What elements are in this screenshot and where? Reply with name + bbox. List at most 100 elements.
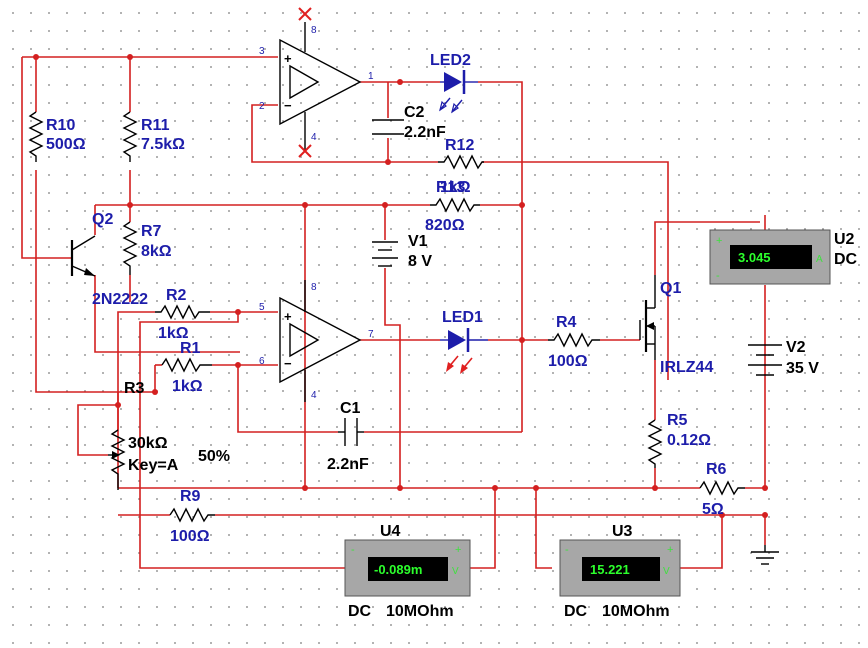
component-label: R9 bbox=[180, 488, 201, 505]
pin-label: 5 bbox=[259, 302, 265, 313]
meter-resistance: 10MOhm bbox=[386, 603, 454, 620]
pin-label: 4 bbox=[311, 390, 317, 401]
component-value: 1kΩ bbox=[158, 325, 189, 342]
battery-v2[interactable]: V2 35 V bbox=[748, 339, 819, 377]
component-label: LED2 bbox=[430, 52, 471, 69]
component-label: R13 bbox=[436, 179, 465, 196]
component-part: IRLZ44 bbox=[660, 359, 713, 376]
component-label: V1 bbox=[408, 233, 428, 250]
meter-plus: + bbox=[455, 544, 461, 556]
resistor-r11[interactable]: R11 7.5kΩ bbox=[122, 111, 185, 162]
component-label: V2 bbox=[786, 339, 806, 356]
transistor-q2[interactable]: Q2 2N2222 bbox=[70, 211, 148, 308]
component-value: 1kΩ bbox=[172, 378, 203, 395]
resistor-r13[interactable]: R13 820Ω bbox=[425, 179, 480, 234]
voltmeter-u3[interactable]: 15.221 V - + U3 DC 10MOhm bbox=[559, 523, 681, 620]
meter-minus: - bbox=[565, 544, 569, 556]
component-label: Q2 bbox=[92, 211, 113, 228]
component-label: R11 bbox=[141, 117, 170, 134]
no-connect-mark bbox=[298, 7, 312, 21]
component-value: 0.12Ω bbox=[667, 432, 711, 449]
meter-mode: DC bbox=[564, 603, 588, 620]
resistor-r9[interactable]: R9 100Ω bbox=[169, 488, 215, 545]
resistor-r12[interactable]: R12 1kΩ bbox=[438, 137, 484, 196]
voltmeter-u4[interactable]: -0.089m V - + U4 DC 10MOhm bbox=[344, 523, 471, 620]
meter-plus: + bbox=[716, 235, 722, 247]
meter-mode: DC bbox=[348, 603, 372, 620]
meter-label: U2 bbox=[834, 231, 855, 248]
key-binding: Key=A bbox=[128, 457, 179, 474]
component-label: R7 bbox=[141, 223, 162, 240]
component-value: 8kΩ bbox=[141, 243, 172, 260]
component-value: 30kΩ bbox=[128, 435, 168, 452]
no-connect-mark bbox=[298, 144, 312, 158]
pin-label: 4 bbox=[311, 132, 317, 143]
meter-unit: V bbox=[452, 566, 459, 577]
svg-text:−: − bbox=[284, 98, 292, 113]
component-value: 500Ω bbox=[46, 136, 86, 153]
pin-label: 6 bbox=[259, 356, 265, 367]
pin-label: 7 bbox=[368, 329, 374, 340]
component-label: R5 bbox=[667, 412, 688, 429]
capacitor-c1[interactable]: C1 2.2nF bbox=[327, 400, 369, 473]
mosfet-q1[interactable]: Q1 IRLZ44 bbox=[639, 275, 713, 376]
resistor-r5[interactable]: R5 0.12Ω bbox=[647, 412, 711, 468]
potentiometer-r3[interactable]: R3 30kΩ Key=A 50% bbox=[108, 380, 230, 490]
component-part: 2N2222 bbox=[92, 291, 148, 308]
pot-setting: 50% bbox=[198, 448, 230, 465]
opamp-bottom[interactable]: + − 5 6 7 8 4 bbox=[259, 280, 374, 402]
pin-label: 8 bbox=[311, 282, 317, 293]
resistor-r6[interactable]: R6 5Ω bbox=[699, 461, 745, 518]
component-label: R12 bbox=[445, 137, 474, 154]
component-label: R1 bbox=[180, 340, 201, 357]
svg-text:+: + bbox=[284, 309, 292, 324]
resistor-r10[interactable]: R10 500Ω bbox=[28, 111, 86, 162]
component-value: 5Ω bbox=[702, 501, 724, 518]
svg-text:−: − bbox=[284, 356, 292, 371]
ammeter-u2[interactable]: 3.045 A + - U2 DC bbox=[709, 229, 858, 285]
component-value: 2.2nF bbox=[404, 124, 446, 141]
component-label: R4 bbox=[556, 314, 577, 331]
component-label: R6 bbox=[706, 461, 727, 478]
led-led1[interactable]: LED1 bbox=[440, 309, 488, 374]
component-value: 2.2nF bbox=[327, 456, 369, 473]
junctions bbox=[33, 54, 768, 518]
meter-reading: 15.221 bbox=[590, 562, 630, 577]
component-label: C2 bbox=[404, 104, 425, 121]
pin-label: 1 bbox=[368, 71, 374, 82]
capacitor-c2[interactable]: C2 2.2nF bbox=[372, 104, 446, 141]
resistor-r4[interactable]: R4 100Ω bbox=[548, 314, 600, 370]
component-label: C1 bbox=[340, 400, 361, 417]
led-led2[interactable]: LED2 bbox=[430, 52, 478, 114]
resistor-r1[interactable]: R1 1kΩ bbox=[161, 340, 212, 395]
pin-label: 2 bbox=[259, 101, 265, 112]
pin-label: 3 bbox=[259, 46, 265, 57]
component-label: R3 bbox=[124, 380, 145, 397]
pin-label: 8 bbox=[311, 25, 317, 36]
battery-v1[interactable]: V1 8 V bbox=[372, 233, 432, 270]
wires bbox=[21, 56, 766, 569]
resistor-r2[interactable]: R2 1kΩ bbox=[155, 287, 210, 342]
meter-label: U4 bbox=[380, 523, 401, 540]
component-value: 1kΩ bbox=[440, 179, 471, 196]
meter-reading: 3.045 bbox=[738, 250, 771, 265]
component-label: LED1 bbox=[442, 309, 483, 326]
meter-minus: - bbox=[351, 544, 355, 556]
component-value: 100Ω bbox=[548, 353, 588, 370]
meter-unit: V bbox=[663, 566, 670, 577]
meter-mode: DC bbox=[834, 251, 858, 268]
meter-reading: -0.089m bbox=[374, 562, 422, 577]
meter-label: U3 bbox=[612, 523, 633, 540]
component-value: 820Ω bbox=[425, 217, 465, 234]
resistor-r7[interactable]: R7 8kΩ bbox=[122, 221, 172, 275]
ground-symbol bbox=[751, 545, 779, 565]
meter-minus: - bbox=[716, 270, 720, 282]
svg-text:+: + bbox=[284, 51, 292, 66]
component-label: Q1 bbox=[660, 280, 681, 297]
component-value: 8 V bbox=[408, 253, 432, 270]
opamp-top[interactable]: + − 3 2 1 8 4 bbox=[259, 7, 374, 158]
component-value: 7.5kΩ bbox=[141, 136, 185, 153]
meter-unit: A bbox=[816, 254, 823, 265]
